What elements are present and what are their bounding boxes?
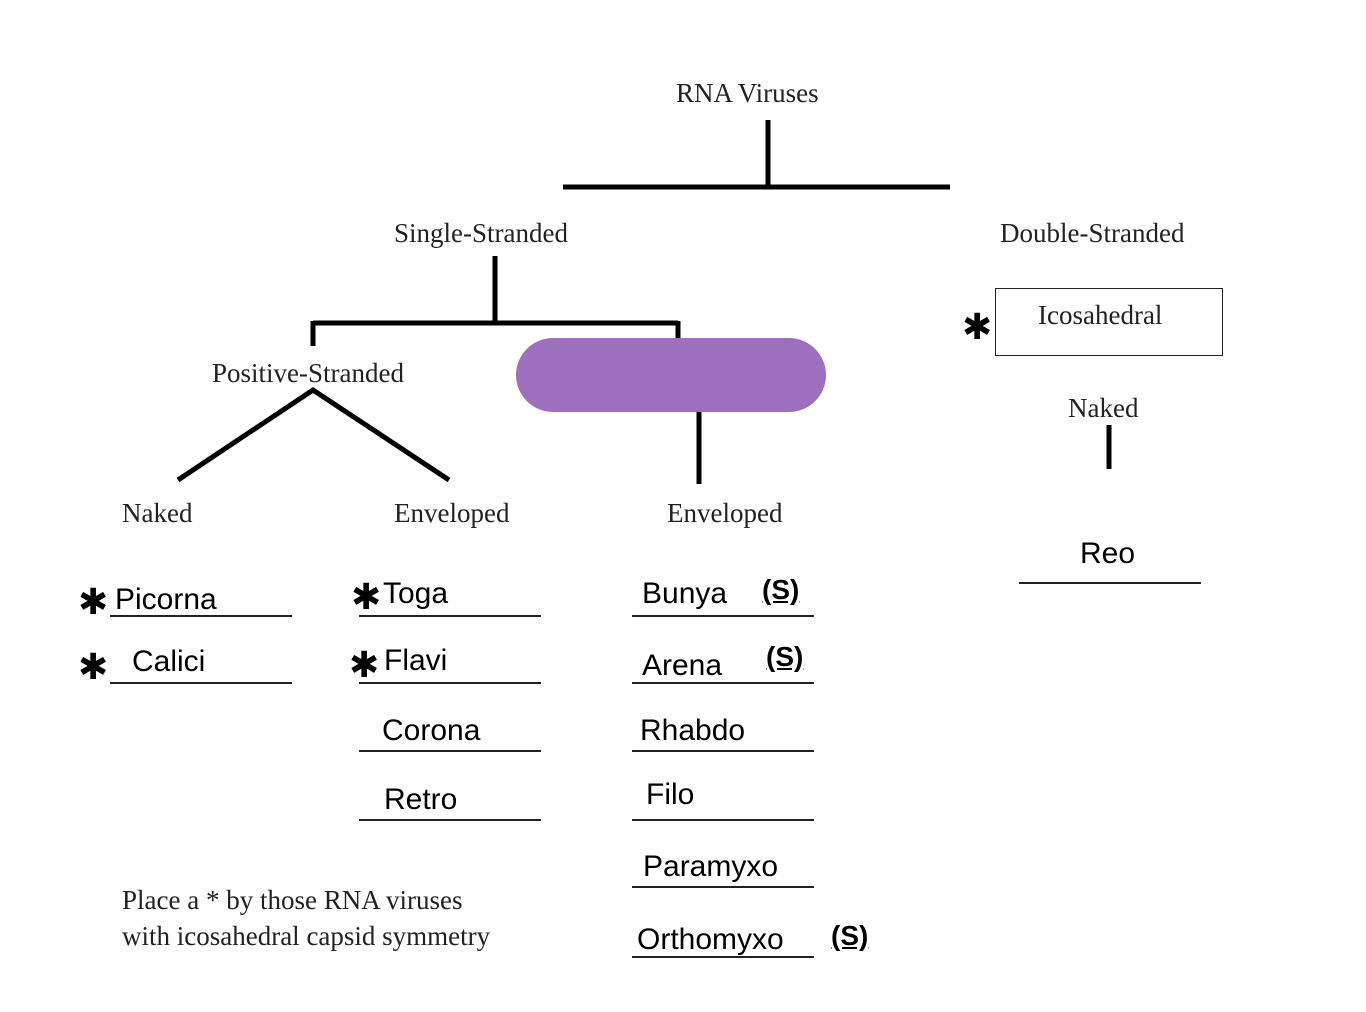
virus-bunya: Bunya xyxy=(642,577,728,610)
virus-paramyxo: Paramyxo xyxy=(643,850,779,883)
flavi-star-icon: ✱ xyxy=(349,645,380,686)
answer-line xyxy=(632,819,814,821)
virus-orthomyxo: Orthomyxo xyxy=(637,923,784,956)
virus-filo: Filo xyxy=(646,778,695,811)
positive-fork xyxy=(176,386,451,483)
icosahedral-star-icon: ✱ xyxy=(962,307,993,348)
answer-line xyxy=(359,682,541,684)
instruction-line-2: with icosahedral capsid symmetry xyxy=(122,921,491,951)
pos-enveloped-label: Enveloped xyxy=(394,498,510,528)
virus-flavi: Flavi xyxy=(384,644,448,677)
positive-stranded-label: Positive-Stranded xyxy=(212,358,404,388)
virus-toga: Toga xyxy=(383,577,449,610)
answer-line xyxy=(632,682,814,684)
instruction-line-1: Place a * by those RNA viruses xyxy=(122,885,463,915)
icosahedral-box xyxy=(995,288,1223,356)
double-stranded-label: Double-Stranded xyxy=(1000,218,1185,248)
answer-line xyxy=(1019,582,1201,584)
answer-line xyxy=(359,819,541,821)
virus-reo: Reo xyxy=(1080,537,1136,570)
answer-line xyxy=(110,682,292,684)
pos-naked-label: Naked xyxy=(122,498,193,528)
instruction-note: Place a * by those RNA viruses with icos… xyxy=(122,882,490,954)
answer-line xyxy=(632,750,814,752)
picorna-star-icon: ✱ xyxy=(78,582,109,623)
toga-star-icon: ✱ xyxy=(351,577,382,618)
single-stranded-label: Single-Stranded xyxy=(394,218,568,248)
answer-line xyxy=(359,750,541,752)
virus-rhabdo: Rhabdo xyxy=(640,714,746,747)
answer-line xyxy=(110,615,292,617)
answer-line xyxy=(632,615,814,617)
root-title: RNA Viruses xyxy=(676,78,819,108)
neg-enveloped-label: Enveloped xyxy=(667,498,783,528)
answer-line xyxy=(632,956,814,958)
answer-line xyxy=(632,886,814,888)
orthomyxo-segmented-mark: (S) xyxy=(831,920,869,951)
ds-naked-label: Naked xyxy=(1068,393,1139,423)
virus-calici: Calici xyxy=(132,645,206,678)
calici-star-icon: ✱ xyxy=(78,647,109,688)
virus-picorna: Picorna xyxy=(115,583,217,616)
icosahedral-label: Icosahedral xyxy=(1038,300,1163,330)
arena-segmented-mark: (S) xyxy=(766,641,804,672)
bunya-segmented-mark: (S) xyxy=(762,574,800,605)
negative-stranded-redaction-highlight xyxy=(516,338,826,412)
virus-retro: Retro xyxy=(384,783,458,816)
virus-corona: Corona xyxy=(382,714,481,747)
answer-line xyxy=(359,615,541,617)
virus-arena: Arena xyxy=(642,649,723,682)
